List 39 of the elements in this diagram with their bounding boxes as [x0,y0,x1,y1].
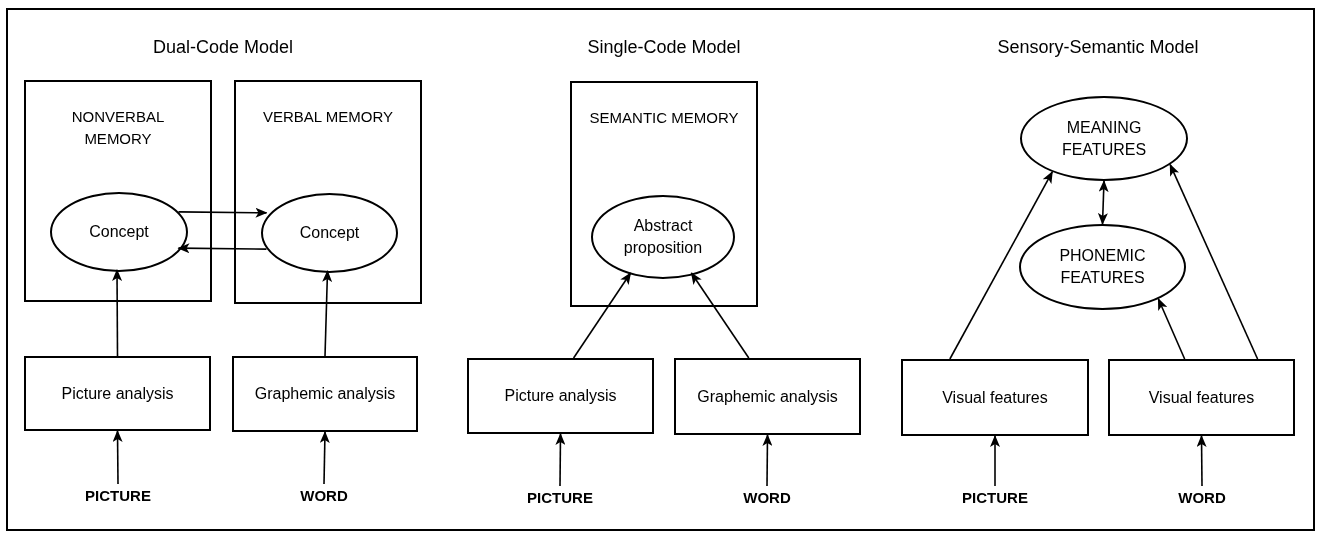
input-label: PICTURE [510,486,610,510]
memory-store-box: SEMANTIC MEMORY Abstract proposition [570,81,758,307]
arrow [1169,163,1259,360]
arrow [949,171,1054,360]
arrow [1196,435,1207,487]
arrow [690,272,750,359]
process-box: Visual features [901,359,1089,436]
input-label: PICTURE [68,484,168,508]
model-title: Sensory-Semantic Model [996,36,1200,59]
concept-ellipse: Concept [50,192,188,272]
input-label: WORD [274,484,374,508]
input-label: WORD [717,486,817,510]
concept-ellipse: PHONEMIC FEATURES [1019,224,1186,310]
input-label: PICTURE [945,486,1045,510]
concept-ellipse: Concept [261,193,398,273]
model-title: Single-Code Model [586,36,742,59]
arrow [112,430,123,485]
concept-ellipse: Abstract proposition [591,195,735,279]
arrow [555,433,566,487]
arrow [1157,298,1186,360]
process-box: Visual features [1108,359,1295,436]
arrow [112,269,123,357]
memory-store-box: VERBAL MEMORY Concept [234,80,422,304]
arrow [322,270,333,357]
arrow [990,435,1000,487]
arrow [572,272,632,359]
model-title: Dual-Code Model [151,36,295,59]
process-box: Picture analysis [467,358,654,434]
arrow [319,431,330,485]
arrow [177,207,268,218]
process-box: Graphemic analysis [232,356,418,432]
process-box: Picture analysis [24,356,211,431]
input-label: WORD [1152,486,1252,510]
memory-store-box: NONVERBAL MEMORY Concept [24,80,212,302]
concept-ellipse: MEANING FEATURES [1020,96,1188,181]
arrow [762,434,773,487]
arrow [1097,180,1109,225]
process-box: Graphemic analysis [674,358,861,435]
arrow [177,243,268,254]
